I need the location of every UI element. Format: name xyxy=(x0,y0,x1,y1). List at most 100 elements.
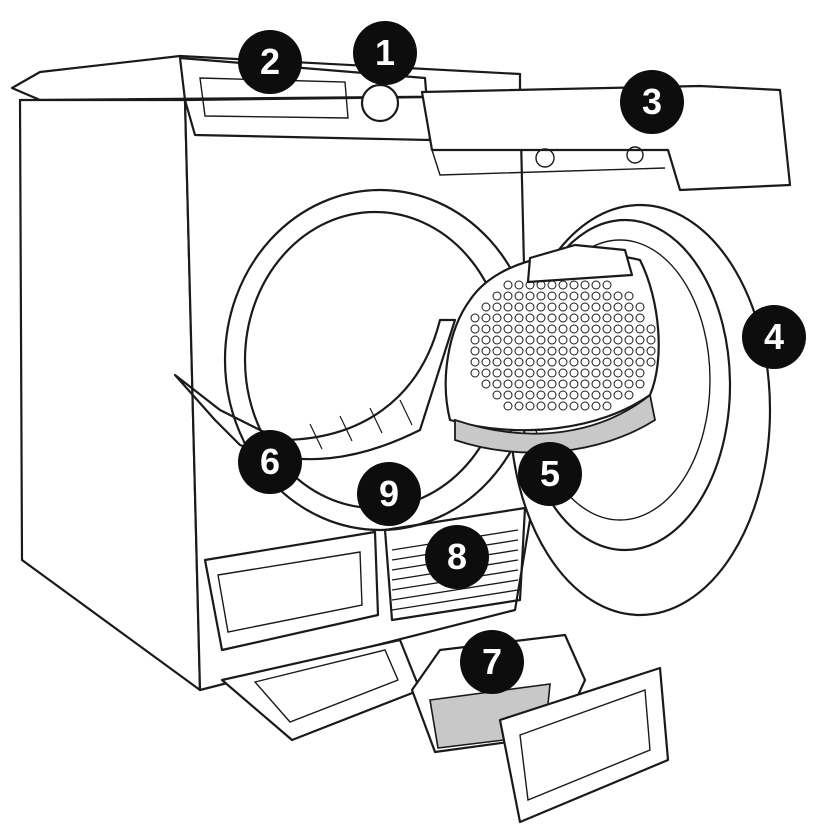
callout-8: 8 xyxy=(425,525,489,589)
display-window xyxy=(199,77,349,119)
mesh-hole xyxy=(624,390,634,400)
filter-grid-line xyxy=(399,399,413,426)
callout-6: 6 xyxy=(238,430,302,494)
mesh-hole xyxy=(613,379,623,389)
mesh-hole xyxy=(635,379,645,389)
mesh-hole xyxy=(547,313,557,323)
mesh-hole xyxy=(536,357,546,367)
water-tank-drawer xyxy=(420,84,792,192)
mesh-hole xyxy=(591,401,601,411)
mesh-hole xyxy=(503,313,513,323)
drawer-release xyxy=(626,146,644,164)
mesh-hole xyxy=(635,302,645,312)
mesh-hole xyxy=(514,346,524,356)
mesh-hole xyxy=(503,324,513,334)
mesh-hole xyxy=(580,379,590,389)
mesh-hole xyxy=(591,313,601,323)
mesh-hole xyxy=(591,357,601,367)
mesh-hole xyxy=(470,368,480,378)
mesh-hole xyxy=(514,324,524,334)
mesh-hole xyxy=(514,357,524,367)
mesh-hole xyxy=(558,313,568,323)
mesh-hole xyxy=(558,302,568,312)
mesh-hole xyxy=(470,335,480,345)
mesh-hole xyxy=(503,280,513,290)
filter-grid-line xyxy=(369,407,383,434)
mesh-hole xyxy=(580,302,590,312)
mesh-hole xyxy=(514,335,524,345)
mesh-hole xyxy=(569,346,579,356)
callout-9: 9 xyxy=(357,462,421,526)
mesh-hole xyxy=(481,357,491,367)
mesh-hole xyxy=(613,313,623,323)
grille-slat xyxy=(391,579,519,601)
callout-8-label: 8 xyxy=(446,536,468,577)
mesh-hole xyxy=(624,357,634,367)
mesh-hole xyxy=(613,357,623,367)
mesh-hole xyxy=(503,357,513,367)
filter-handle xyxy=(526,243,634,284)
mesh-hole xyxy=(569,368,579,378)
mesh-hole xyxy=(646,324,656,334)
mesh-hole xyxy=(624,302,634,312)
mesh-hole xyxy=(536,335,546,345)
mesh-hole xyxy=(613,302,623,312)
mesh-hole xyxy=(558,324,568,334)
cabinet-side xyxy=(18,98,202,692)
callout-5-label: 5 xyxy=(539,453,561,494)
mesh-hole xyxy=(569,401,579,411)
mesh-hole xyxy=(547,390,557,400)
mesh-hole xyxy=(646,346,656,356)
mesh-hole xyxy=(492,302,502,312)
mesh-hole xyxy=(558,401,568,411)
door-filter-base xyxy=(454,393,657,454)
mesh-hole xyxy=(580,357,590,367)
mesh-hole xyxy=(635,346,645,356)
callout-3-label: 3 xyxy=(641,81,663,122)
mesh-hole xyxy=(558,390,568,400)
mesh-hole xyxy=(492,324,502,334)
mesh-hole xyxy=(481,302,491,312)
plinth-flap-recess xyxy=(253,649,399,723)
mesh-hole xyxy=(569,357,579,367)
mesh-hole xyxy=(624,324,634,334)
mesh-hole xyxy=(613,324,623,334)
plinth-left xyxy=(203,530,380,652)
mesh-hole xyxy=(514,313,524,323)
callout-3: 3 xyxy=(620,70,684,134)
mesh-hole xyxy=(492,368,502,378)
mesh-hole xyxy=(580,390,590,400)
mesh-hole xyxy=(525,346,535,356)
mesh-hole xyxy=(481,346,491,356)
mesh-hole xyxy=(536,368,546,378)
mesh-hole xyxy=(503,401,513,411)
callout-4: 4 xyxy=(742,305,806,369)
mesh-hole xyxy=(558,335,568,345)
mesh-hole xyxy=(536,313,546,323)
mesh-hole xyxy=(547,368,557,378)
mesh-hole xyxy=(503,346,513,356)
mesh-hole xyxy=(547,302,557,312)
grille-slat xyxy=(391,599,519,621)
mesh-hole xyxy=(635,324,645,334)
mesh-hole xyxy=(481,368,491,378)
program-knob xyxy=(360,83,400,123)
mesh-hole xyxy=(503,302,513,312)
mesh-hole xyxy=(558,346,568,356)
callout-4-label: 4 xyxy=(763,316,785,357)
mesh-hole xyxy=(470,357,480,367)
mesh-hole xyxy=(536,390,546,400)
mesh-hole xyxy=(646,357,656,367)
mesh-hole xyxy=(536,324,546,334)
mesh-hole xyxy=(514,291,524,301)
mesh-hole xyxy=(492,335,502,345)
mesh-hole xyxy=(492,291,502,301)
mesh-hole xyxy=(569,379,579,389)
mesh-hole xyxy=(569,302,579,312)
mesh-hole xyxy=(547,379,557,389)
filter-grid-line xyxy=(309,423,323,450)
mesh-hole xyxy=(525,368,535,378)
mesh-hole xyxy=(602,302,612,312)
mesh-hole xyxy=(591,324,601,334)
